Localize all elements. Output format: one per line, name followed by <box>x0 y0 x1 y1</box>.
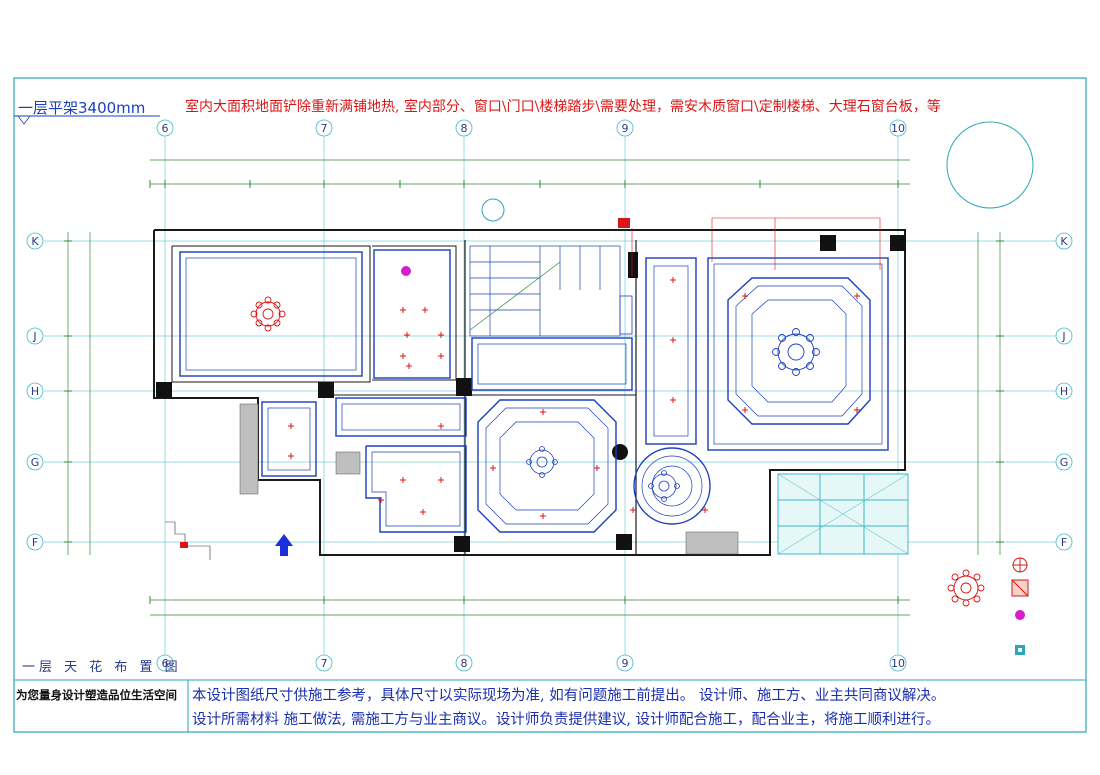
grid-row-label: F <box>32 536 38 549</box>
detail-left <box>165 521 211 560</box>
structural-columns <box>156 235 906 552</box>
downlight-icon <box>288 277 860 519</box>
chandelier-icon <box>648 470 680 502</box>
magenta-fixture <box>401 266 411 276</box>
grid-row-label: G <box>1060 456 1069 469</box>
grid-col-label: 7 <box>321 122 328 135</box>
grid-col-label: 6 <box>162 657 169 670</box>
dimension-lines <box>64 159 1004 616</box>
grid-row-label: K <box>31 235 39 248</box>
staircase <box>469 245 621 337</box>
hatched-walls <box>239 403 739 555</box>
plan-title: 一层 天 花 布 置 图 <box>22 660 182 675</box>
walls <box>153 229 906 556</box>
grid-col-label: 8 <box>461 657 468 670</box>
north-arrow-icon <box>275 534 293 556</box>
grid-col-label: 10 <box>891 657 905 670</box>
grid-row-label: F <box>1061 536 1067 549</box>
sheet-border <box>13 77 1087 733</box>
level-title: 一层平架3400mm <box>18 99 146 117</box>
annotation-leaders <box>631 217 881 276</box>
section-marker-icon <box>481 121 1034 222</box>
red-marker <box>618 218 630 228</box>
footer-note-line2: 设计所需材料 施工做法, 需施工方与业主商议。设计师负责提供建议, 设计师配合施… <box>192 712 941 728</box>
legend <box>947 557 1029 655</box>
grid-row-label: J <box>32 330 36 343</box>
chandelier-icon <box>526 446 558 478</box>
site-note: 室内大面积地面铲除重新满铺地热, 室内部分、窗口\门口\楼梯踏步\需要处理，需安… <box>185 99 941 115</box>
grid-col-label: 9 <box>622 122 629 135</box>
grid-col-label: 10 <box>891 122 905 135</box>
chandelier-icon <box>772 328 820 376</box>
grid-col-label: 8 <box>461 122 468 135</box>
grid-row-label: K <box>1060 235 1068 248</box>
grid-row-label: H <box>1060 385 1068 398</box>
company-slogan: 为您量身设计塑造品位生活空间 <box>16 688 177 702</box>
grid-row-label: H <box>31 385 39 398</box>
grid-row-label: G <box>31 456 40 469</box>
footer-note-line1: 本设计图纸尺寸供施工参考，具体尺寸以实际现场为准, 如有问题施工前提出。 设计师… <box>192 688 946 704</box>
grid-bubbles <box>26 119 1073 672</box>
grid-row-label: J <box>1061 330 1065 343</box>
chandelier-icon <box>250 296 286 332</box>
ceiling-outlines <box>179 249 889 533</box>
title-flag <box>17 115 31 125</box>
grid-col-label: 6 <box>162 122 169 135</box>
grid-col-label: 9 <box>622 657 629 670</box>
grid-col-label: 7 <box>321 657 328 670</box>
glass-room <box>777 473 909 555</box>
